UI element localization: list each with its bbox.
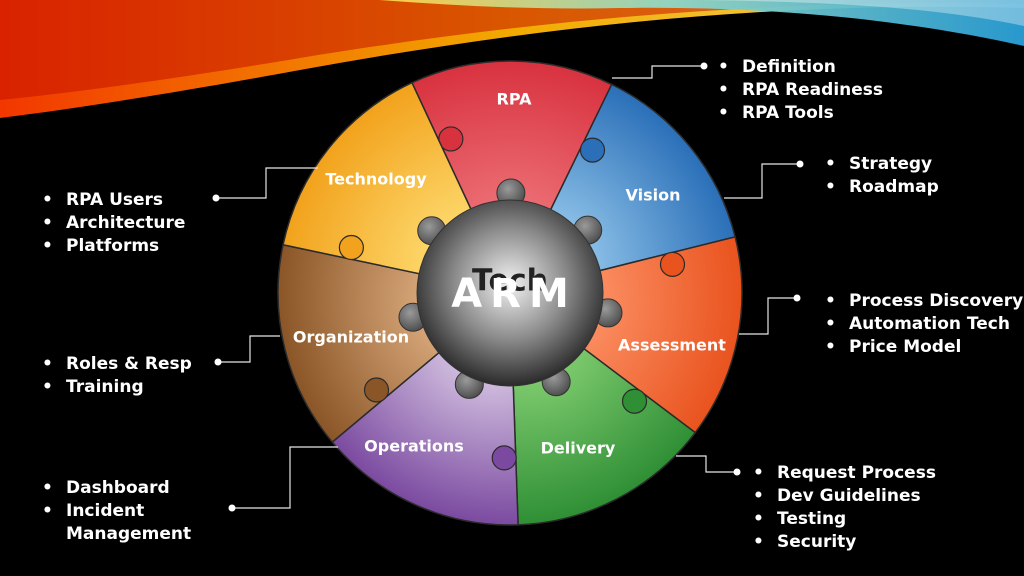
bullet-item: Price Model — [823, 336, 1023, 359]
hub-ghost-text: Tech — [472, 264, 548, 299]
connector-line — [232, 446, 338, 509]
bullet-item: Training — [40, 376, 192, 399]
bullet-item: Platforms — [40, 235, 185, 258]
bullet-item: Roles & Resp — [40, 353, 192, 376]
bullet-list-operations: Dashboard Incident Management — [40, 477, 196, 546]
bullet-item: Incident Management — [40, 500, 196, 546]
bullet-item: Automation Tech — [823, 313, 1023, 336]
segment-labels: RPA Vision Assessment Delivery Operation… — [293, 90, 726, 458]
bullet-item: RPA Tools — [716, 102, 883, 125]
connector-line — [612, 65, 704, 79]
connector-dot — [228, 504, 236, 512]
bullet-item: RPA Readiness — [716, 79, 883, 102]
background-swoosh — [0, 0, 1024, 118]
connector-dot — [700, 62, 708, 70]
bullet-item: Request Process — [751, 462, 936, 485]
bullet-item: Security — [751, 531, 936, 554]
hub-title: ARM — [451, 271, 577, 317]
bullet-item: Architecture — [40, 212, 185, 235]
connector-line — [739, 297, 797, 335]
connector-dot — [793, 294, 801, 302]
segment-label-operations: Operations — [364, 437, 464, 456]
connector-lines — [212, 62, 804, 512]
puzzle-tab — [659, 251, 686, 277]
connector-dot — [733, 468, 741, 476]
bullet-list-vision: Strategy Roadmap — [823, 153, 939, 199]
hub-circle — [416, 199, 604, 387]
bullet-list-assessment: Process Discovery Automation Tech Price … — [823, 290, 1023, 359]
puzzle-tab — [363, 377, 390, 403]
puzzle-tab — [621, 388, 648, 414]
bullet-list-delivery: Request Process Dev Guidelines Testing S… — [751, 462, 936, 554]
segment-label-assessment: Assessment — [618, 336, 726, 355]
bullet-list-rpa: Definition RPA Readiness RPA Tools — [716, 56, 883, 125]
connector-line — [676, 455, 737, 473]
connector-line — [724, 163, 800, 199]
bullet-item: Process Discovery — [823, 290, 1023, 313]
bullet-item: Definition — [716, 56, 883, 79]
bullet-item: Roadmap — [823, 176, 939, 199]
puzzle-tab — [579, 137, 606, 163]
segment-label-organization: Organization — [293, 328, 409, 347]
bullet-list-organization: Roles & Resp Training — [40, 353, 192, 399]
bullet-item: Strategy — [823, 153, 939, 176]
segment-label-vision: Vision — [626, 186, 681, 205]
bullet-item: Dev Guidelines — [751, 485, 936, 508]
bullet-item: Testing — [751, 508, 936, 531]
segment-label-rpa: RPA — [497, 90, 533, 109]
puzzle-tab — [491, 445, 517, 471]
hub: Tech ARM — [398, 178, 623, 399]
connector-line — [218, 335, 280, 363]
connector-line — [216, 167, 318, 199]
segment-label-technology: Technology — [325, 170, 427, 189]
connector-dot — [212, 194, 220, 202]
bullet-list-technology: RPA Users Architecture Platforms — [40, 189, 185, 258]
bullet-item: RPA Users — [40, 189, 185, 212]
connector-dot — [796, 160, 804, 168]
bullet-item: Dashboard — [40, 477, 196, 500]
segment-label-delivery: Delivery — [541, 439, 616, 458]
connector-dot — [214, 358, 222, 366]
puzzle-tab — [338, 234, 364, 261]
